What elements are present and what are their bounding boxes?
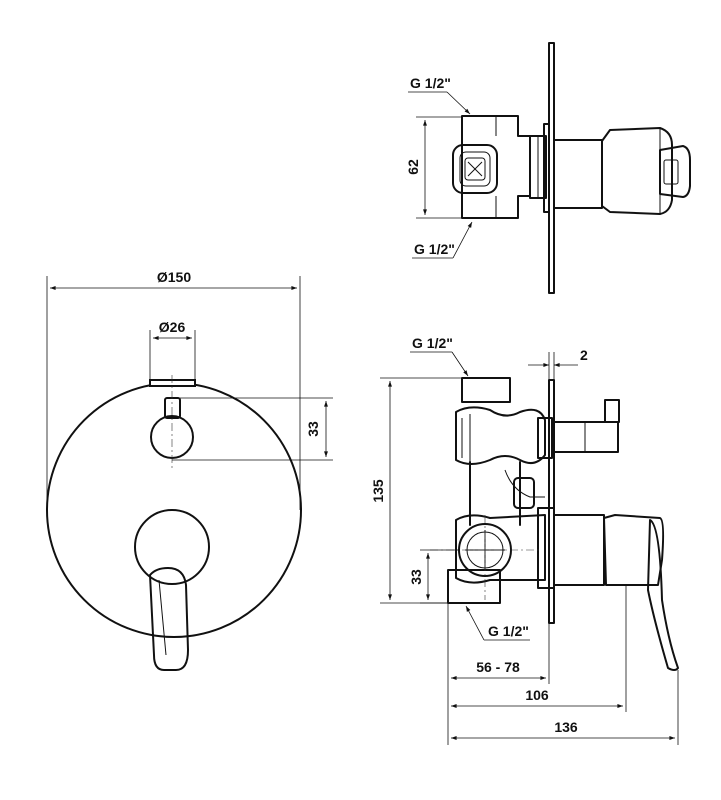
dim-top-height: 62 [405, 116, 462, 219]
dim-install-depth-label: 56 - 78 [476, 659, 520, 675]
dim-plate-thickness-label: 2 [580, 347, 588, 363]
callout-side-upper-thread: G 1/2" [410, 335, 469, 377]
callout-top-lower-thread-label: G 1/2" [414, 241, 455, 257]
callout-top-upper-thread-label: G 1/2" [410, 75, 451, 91]
callout-side-lower-thread: G 1/2" [465, 605, 530, 641]
dim-depth-total: 136 [450, 670, 679, 745]
dim-knob-offset-label: 33 [305, 421, 321, 437]
dim-depth-handle-label: 106 [525, 687, 549, 703]
side-view: 2 135 33 G 1/2" G 1/2" [370, 335, 679, 745]
callout-top-lower-thread: G 1/2" [412, 221, 473, 259]
callout-top-upper-thread: G 1/2" [408, 75, 471, 115]
dim-plate-diameter: Ø150 [46, 269, 301, 510]
callout-side-upper-thread-label: G 1/2" [412, 335, 453, 351]
dim-depth-total-label: 136 [554, 719, 578, 735]
callout-side-lower-thread-label: G 1/2" [488, 623, 529, 639]
dim-total-height-label: 135 [370, 479, 386, 503]
dim-depth-handle: 106 [450, 585, 627, 712]
dim-knob-diameter: Ø26 [149, 319, 196, 380]
dim-outlet-height: 33 [408, 549, 460, 604]
top-view: 62 G 1/2" G 1/2" [405, 42, 691, 294]
dim-outlet-height-label: 33 [408, 569, 424, 585]
front-view: Ø150 Ø26 33 [46, 269, 333, 671]
dim-plate-thickness: 2 [528, 347, 588, 380]
dim-top-height-label: 62 [405, 159, 421, 175]
dim-install-depth: 56 - 78 [447, 603, 550, 745]
dim-plate-diameter-label: Ø150 [157, 269, 191, 285]
dim-knob-diameter-label: Ø26 [159, 319, 186, 335]
dim-knob-offset: 33 [172, 397, 333, 461]
